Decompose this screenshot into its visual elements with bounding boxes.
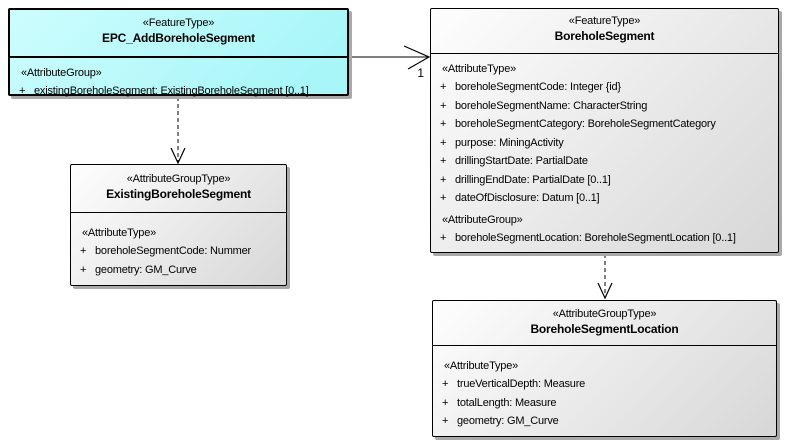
attribute-row: + boreholeSegmentCode: Nummer [71, 242, 286, 261]
attribute-row: + trueVerticalDepth: Measure [433, 375, 776, 394]
visibility-marker: + [440, 155, 447, 167]
class-name: ExistingBoreholeSegment [106, 187, 251, 201]
attribute-row: + totalLength: Measure [433, 394, 776, 413]
class-header: «AttributeGroupType» BoreholeSegmentLoca… [433, 301, 776, 346]
attributes-compartment: «AttributeType» + boreholeSegmentCode: I… [431, 54, 778, 247]
stereotype-label: «FeatureType» [568, 15, 641, 27]
attributes-compartment: «AttributeType» + boreholeSegmentCode: N… [71, 213, 286, 279]
visibility-marker: + [442, 396, 449, 409]
attribute-row: + drillingEndDate: PartialDate [0..1] [431, 171, 778, 190]
attributes-compartment: «AttributeGroup» + existingBoreholeSegme… [10, 58, 347, 101]
visibility-marker: + [440, 192, 447, 204]
attribute-text: geometry: GM_Curve [457, 415, 559, 427]
class-box-boreholesegmentlocation[interactable]: «AttributeGroupType» BoreholeSegmentLoca… [432, 300, 777, 437]
attribute-text: drillingEndDate: PartialDate [0..1] [455, 173, 611, 186]
class-header: «AttributeGroupType» ExistingBoreholeSeg… [71, 165, 286, 213]
attribute-text: existingBoreholeSegment: ExistingBorehol… [34, 85, 309, 97]
attribute-text: boreholeSegmentCode: Nummer [95, 245, 252, 257]
section-heading: «AttributeType» [442, 63, 517, 75]
multiplicity-label: 1 [417, 66, 424, 80]
attribute-text: boreholeSegmentName: CharacterString [455, 99, 648, 112]
visibility-marker: + [440, 136, 447, 149]
connector-dependency-boreholesegment-to-location[interactable] [597, 254, 613, 300]
stereotype-label: «AttributeGroupType» [126, 173, 231, 185]
attribute-text: dateOfDisclosure: Datum [0..1] [455, 192, 600, 204]
visibility-marker: + [440, 231, 447, 244]
class-name: BoreholeSegmentLocation [530, 322, 679, 336]
attribute-row: + geometry: GM_Curve [433, 412, 776, 431]
class-name: EPC_AddBoreholeSegment [102, 31, 255, 45]
visibility-marker: + [440, 99, 447, 112]
class-header: «FeatureType» BoreholeSegment [431, 9, 778, 54]
attribute-row: + existingBoreholeSegment: ExistingBoreh… [10, 82, 347, 101]
attribute-row: + dateOfDisclosure: Datum [0..1] [431, 189, 778, 208]
visibility-marker: + [19, 85, 26, 97]
attribute-row: + geometry: GM_Curve [71, 261, 286, 280]
attribute-row: + boreholeSegmentLocation: BoreholeSegme… [431, 229, 778, 248]
attribute-row: + boreholeSegmentCode: Integer {id} [431, 78, 778, 97]
connector-dependency-epc-to-existingboreholesegment[interactable] [170, 97, 186, 165]
section-heading: «AttributeGroup» [21, 67, 102, 79]
attribute-text: purpose: MiningActivity [455, 136, 564, 149]
class-box-existingboreholesegment[interactable]: «AttributeGroupType» ExistingBoreholeSeg… [70, 164, 287, 286]
stereotype-label: «FeatureType» [142, 17, 215, 29]
visibility-marker: + [80, 245, 87, 257]
visibility-marker: + [442, 378, 449, 390]
stereotype-label: «AttributeGroupType» [552, 308, 657, 320]
section-heading: «AttributeType» [444, 360, 519, 372]
class-box-boreholesegment[interactable]: «FeatureType» BoreholeSegment «Attribute… [430, 8, 779, 253]
open-arrowhead-icon [403, 45, 431, 70]
attribute-text: drillingStartDate: PartialDate [455, 155, 588, 167]
section-heading: «AttributeType» [82, 227, 157, 239]
section-heading: «AttributeGroup» [442, 213, 523, 226]
attribute-text: totalLength: Measure [457, 396, 557, 409]
open-arrowhead-icon [597, 282, 613, 300]
visibility-marker: + [442, 415, 449, 427]
class-header: «FeatureType» EPC_AddBoreholeSegment [10, 10, 347, 58]
attribute-text: trueVerticalDepth: Measure [457, 378, 586, 390]
visibility-marker: + [80, 263, 87, 276]
attribute-text: geometry: GM_Curve [95, 263, 197, 276]
class-name: BoreholeSegment [554, 29, 655, 43]
connector-association-epc-to-boreholesegment[interactable] [350, 45, 431, 70]
attribute-row: + drillingStartDate: PartialDate [431, 152, 778, 171]
attribute-row: + purpose: MiningActivity [431, 134, 778, 153]
attribute-text: boreholeSegmentCode: Integer {id} [455, 81, 621, 93]
visibility-marker: + [440, 118, 447, 130]
attribute-row: + boreholeSegmentCategory: BoreholeSegme… [431, 115, 778, 134]
open-arrowhead-icon [170, 147, 186, 165]
attribute-row: + boreholeSegmentName: CharacterString [431, 97, 778, 116]
class-box-epc-addboreholesegment[interactable]: «FeatureType» EPC_AddBoreholeSegment «At… [8, 8, 349, 97]
visibility-marker: + [440, 81, 447, 93]
attribute-text: boreholeSegmentCategory: BoreholeSegment… [455, 118, 716, 130]
attribute-text: boreholeSegmentLocation: BoreholeSegment… [455, 231, 736, 244]
visibility-marker: + [440, 173, 447, 186]
attributes-compartment: «AttributeType» + trueVerticalDepth: Mea… [433, 346, 776, 431]
